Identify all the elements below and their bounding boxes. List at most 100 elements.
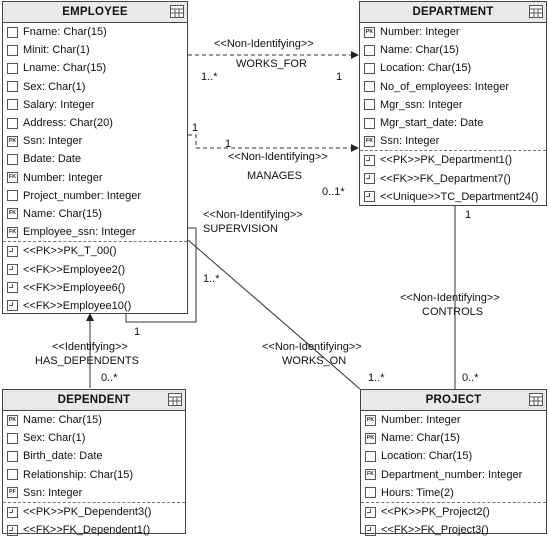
attribute-text: Minit: Char(1)	[23, 44, 90, 57]
attribute-text: Birth_date: Date	[23, 450, 103, 463]
attribute-row[interactable]: Location: Char(15)	[361, 447, 546, 465]
method-text: <<FK>>Employee10()	[23, 299, 132, 312]
attribute-text: Lname: Char(15)	[23, 62, 107, 75]
attribute-icon	[7, 469, 18, 481]
supervision-card-b: 1..*	[203, 273, 220, 285]
attribute-text: Name: Char(15)	[380, 44, 459, 57]
attribute-row[interactable]: Lname: Char(15)	[3, 59, 187, 77]
method-row[interactable]: <<FK>>FK_Project3()	[361, 521, 546, 539]
attribute-row[interactable]: Project_number: Integer	[3, 187, 187, 205]
attribute-text: Name: Char(15)	[381, 432, 460, 445]
works-for-card-a: 1..*	[201, 71, 218, 83]
attribute-text: Name: Char(15)	[23, 414, 102, 427]
method-icon	[7, 245, 18, 257]
attribute-row[interactable]: Minit: Char(1)	[3, 41, 187, 59]
attribute-row[interactable]: No_of_employees: Integer	[360, 78, 546, 96]
method-text: <<FK>>Employee6()	[23, 281, 126, 294]
method-row[interactable]: <<PK>>PK_T_00()	[3, 241, 187, 260]
employee-entity[interactable]: EMPLOYEE Fname: Char(15) Minit: Char(1) Lna…	[2, 1, 188, 314]
method-row[interactable]: <<FK>>Employee10()	[3, 297, 187, 315]
method-row[interactable]: <<Unique>>TC_Department24()	[360, 188, 546, 206]
manages-card-a: 1	[192, 122, 199, 134]
method-text: <<FK>>FK_Project3()	[381, 524, 489, 537]
method-row[interactable]: <<PK>>PK_Department1()	[360, 150, 546, 169]
attribute-text: Fname: Char(15)	[23, 26, 107, 39]
attribute-row[interactable]: Relationship: Char(15)	[3, 466, 185, 484]
attribute-row[interactable]: Sex: Char(1)	[3, 78, 187, 96]
attribute-row[interactable]: PK Number: Integer	[360, 23, 546, 41]
method-row[interactable]: <<PK>>PK_Project2()	[361, 501, 546, 521]
attribute-row[interactable]: Birth_date: Date	[3, 447, 185, 465]
attribute-row[interactable]: Mgr_start_date: Date	[360, 114, 546, 132]
method-row[interactable]: <<FK>>Employee6()	[3, 279, 187, 297]
attribute-row[interactable]: Fname: Char(15)	[3, 23, 187, 41]
attribute-text: Hours: Time(2)	[381, 486, 454, 499]
attribute-row[interactable]: Bdate: Date	[3, 150, 187, 168]
table-icon	[170, 5, 184, 18]
method-icon	[7, 282, 18, 294]
attribute-text: Department_number: Integer	[381, 468, 523, 481]
method-text: <<FK>>FK_Dependent1()	[23, 524, 151, 537]
works-for-stereotype: <<Non-Identifying>>	[214, 38, 314, 50]
entity-name: PROJECT	[425, 394, 482, 406]
method-icon	[7, 524, 18, 536]
method-icon	[364, 154, 375, 166]
supervision-card-a: 1	[134, 326, 141, 338]
attribute-text: Salary: Integer	[23, 98, 95, 111]
works-for-label: WORKS_FOR	[236, 58, 307, 70]
works-on-card-b: 1..*	[368, 372, 385, 384]
method-text: <<PK>>PK_Dependent3()	[23, 506, 152, 519]
attribute-text: Ssn: Integer	[380, 135, 440, 148]
attribute-row[interactable]: Address: Char(20)	[3, 114, 187, 132]
entity-title: EMPLOYEE	[3, 2, 187, 23]
table-icon	[529, 5, 543, 18]
method-row[interactable]: <<PK>>PK_Dependent3()	[3, 501, 185, 521]
attribute-text: Location: Char(15)	[381, 450, 473, 463]
attribute-icon	[365, 450, 376, 462]
attribute-row[interactable]: Sex: Char(1)	[3, 429, 185, 447]
attribute-text: Number: Integer	[380, 26, 460, 39]
attribute-text: No_of_employees: Integer	[380, 80, 510, 93]
fk-icon: FK	[7, 208, 18, 220]
attribute-icon	[7, 153, 18, 165]
attribute-icon	[365, 487, 376, 499]
manages-stereotype: <<Non-Identifying>>	[228, 151, 328, 163]
method-row[interactable]: <<FK>>FK_Department7()	[360, 170, 546, 188]
attribute-row[interactable]: FK Ssn: Integer	[360, 132, 546, 150]
controls-card-b: 0..*	[462, 372, 479, 384]
attribute-row[interactable]: Name: Char(15)	[360, 41, 546, 59]
fk-icon: FK	[364, 135, 375, 147]
method-row[interactable]: <<FK>>FK_Dependent1()	[3, 521, 185, 539]
method-row[interactable]: <<FK>>Employee2()	[3, 260, 187, 278]
manages-card-b: 0..1*	[322, 186, 345, 198]
attribute-text: Project_number: Integer	[23, 189, 142, 202]
attribute-row[interactable]: Salary: Integer	[3, 96, 187, 114]
method-icon	[364, 191, 375, 203]
attribute-text: Mgr_start_date: Date	[380, 117, 484, 130]
attribute-row[interactable]: Hours: Time(2)	[361, 484, 546, 502]
attribute-row[interactable]: Mgr_ssn: Integer	[360, 96, 546, 114]
fk-icon: FK	[365, 469, 376, 481]
attribute-text: Ssn: Integer	[23, 486, 83, 499]
attribute-row[interactable]: Location: Char(15)	[360, 59, 546, 77]
attribute-row[interactable]: FK Department_number: Integer	[361, 466, 546, 484]
has-dependents-card-b: 0..*	[101, 372, 118, 384]
pk-icon: PK	[365, 414, 376, 426]
pk-icon: PK	[364, 26, 375, 38]
supervision-stereotype: <<Non-Identifying>>	[203, 209, 303, 221]
pk-icon: PK	[7, 135, 18, 147]
has-dependents-label: HAS_DEPENDENTS	[35, 355, 139, 367]
works-on-label: WORKS_ON	[282, 355, 347, 367]
